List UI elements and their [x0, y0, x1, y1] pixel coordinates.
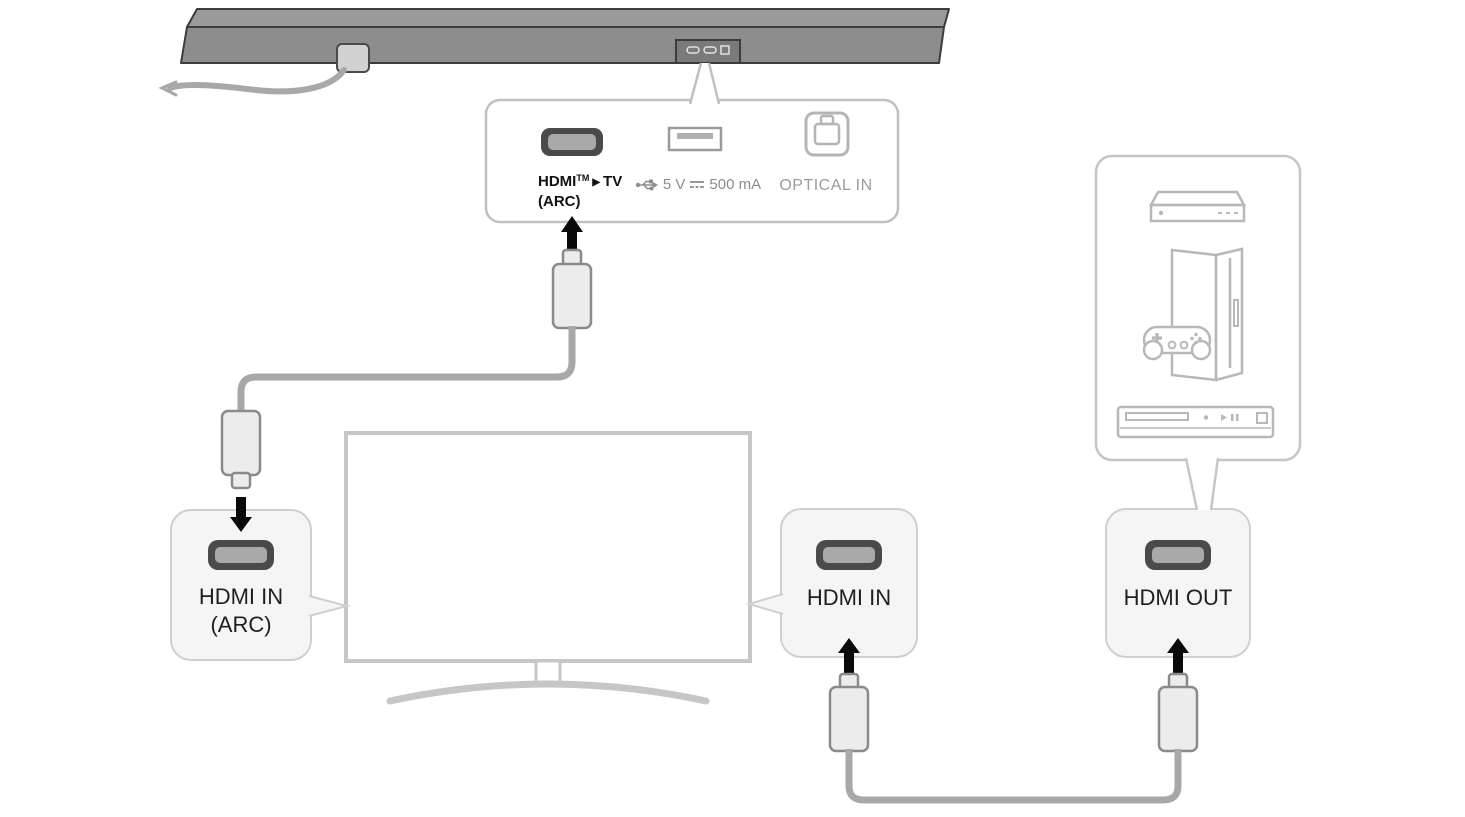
hdmi-port-icon [1145, 540, 1211, 570]
usb-trident-icon [635, 179, 658, 190]
triangle-arrow-glyph: ▶ [592, 177, 601, 188]
hdmi-arc-port-label-line1: HDMITM▶TV [538, 169, 622, 192]
hdmi-brand-text: HDMI [538, 173, 577, 190]
tm-superscript: TM [576, 173, 590, 183]
hdmi-in-label: HDMI IN [806, 585, 892, 610]
game-console-icon [1142, 247, 1244, 382]
hdmi-in-arc-label-line1: HDMI IN [198, 584, 284, 609]
hdmi-arc-port-label: HDMITM▶TV (ARC) [538, 169, 622, 211]
optical-in-label: OPTICAL IN [779, 177, 873, 194]
down-arrow-icon [230, 497, 252, 532]
soundbar-illustration [158, 8, 950, 97]
usb-rating-label: 5 V 500 mA [623, 176, 773, 193]
hdmi-port-icon [208, 540, 274, 570]
usb-current-text: 500 mA [709, 176, 762, 193]
usb-port-icon [667, 126, 723, 152]
hdmi-arc-port-label-line2: (ARC) [538, 193, 581, 210]
hdmi-plug-icon [828, 672, 870, 753]
soundbar-ports-recess [675, 39, 741, 64]
hdmi-in-box [780, 508, 918, 658]
set-top-box-icon [1148, 190, 1247, 223]
optical-port-icon [804, 111, 850, 157]
dvd-player-icon [1116, 405, 1275, 439]
usb-voltage-text: 5 V [662, 176, 686, 193]
up-arrow-icon [1167, 638, 1189, 673]
hdmi-in-arc-label: HDMI IN (ARC) [171, 583, 311, 639]
hdmi-plug-icon [1157, 672, 1199, 753]
power-cable-end [158, 80, 178, 97]
hdmi-cable-top [237, 326, 576, 413]
soundbar-foot [336, 43, 370, 73]
tv-stand-neck [534, 659, 562, 685]
hdmi-port-icon [541, 128, 603, 156]
hdmi-in-arc-label-line2: (ARC) [210, 612, 272, 637]
hdmi-plug-icon [220, 409, 262, 490]
hdmi-out-label: HDMI OUT [1123, 585, 1233, 610]
hdmi-target-text: TV [603, 173, 623, 190]
box-pointer-right [745, 593, 784, 615]
gamepad-buttons [1152, 332, 1202, 345]
box-pointer-left [308, 595, 351, 617]
up-arrow-icon [561, 216, 583, 252]
up-arrow-icon [838, 638, 860, 673]
tv-illustration [344, 431, 752, 705]
callout-pointer [688, 62, 721, 105]
device-panel-pointer [1184, 457, 1220, 511]
dc-symbol-icon [690, 181, 705, 188]
power-cable [167, 67, 347, 95]
hdmi-cable-bottom [845, 749, 1182, 804]
hdmi-plug-icon [551, 248, 593, 330]
tv-stand-base [386, 680, 710, 705]
hdmi-out-box [1105, 508, 1251, 658]
hdmi-port-icon [816, 540, 882, 570]
